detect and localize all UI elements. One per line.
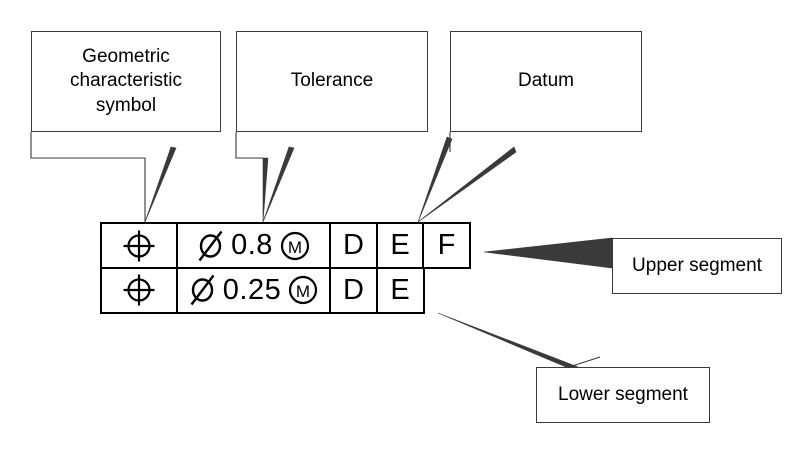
callout-datum[interactable]: Datum xyxy=(450,31,642,132)
mmc-circle-m-icon: M xyxy=(280,231,310,260)
leader-tolerance-pointer xyxy=(262,157,269,223)
feature-control-frame[interactable]: 0.8 M D E F xyxy=(100,222,471,314)
diameter-icon xyxy=(190,274,215,306)
datum-label: E xyxy=(390,229,410,261)
callout-upper-segment[interactable]: Upper segment xyxy=(612,238,782,294)
cell-position-symbol-lower[interactable] xyxy=(100,266,178,314)
cell-datum-e-upper[interactable]: E xyxy=(375,222,425,269)
datum-label: E xyxy=(390,273,410,306)
leader-datum-pointer-right xyxy=(417,146,517,223)
callout-datum-label: Datum xyxy=(518,70,574,92)
cell-position-symbol-upper[interactable] xyxy=(100,222,178,269)
svg-text:M: M xyxy=(288,238,302,257)
callout-lower-segment[interactable]: Lower segment xyxy=(536,367,710,423)
tolerance-value-lower: 0.25 xyxy=(222,273,282,306)
cell-datum-e-lower[interactable]: E xyxy=(375,266,425,314)
cell-tolerance-lower[interactable]: 0.25 M xyxy=(175,266,332,314)
diameter-icon xyxy=(198,230,223,261)
position-symbol-icon xyxy=(123,230,155,261)
cell-datum-d-lower[interactable]: D xyxy=(329,266,378,314)
callout-upper-segment-label: Upper segment xyxy=(632,254,762,276)
datum-label: D xyxy=(343,229,364,261)
fcf-row-upper[interactable]: 0.8 M D E F xyxy=(100,222,471,269)
position-symbol-icon xyxy=(123,274,155,306)
callout-tolerance-label: Tolerance xyxy=(290,70,374,92)
leader-tolerance-arrow xyxy=(262,146,295,223)
datum-label: D xyxy=(343,273,364,306)
datum-label: F xyxy=(437,229,456,261)
leader-geometric-stem xyxy=(30,132,146,222)
cell-datum-f-upper[interactable]: F xyxy=(422,222,471,269)
fcf-row-lower[interactable]: 0.25 M D E xyxy=(100,266,471,314)
leader-lower-segment xyxy=(437,312,579,373)
callout-tolerance[interactable]: Tolerance xyxy=(236,31,428,132)
mmc-circle-m-icon: M xyxy=(289,275,318,305)
leader-geometric-pointer xyxy=(144,146,177,223)
leader-datum-pointer-left xyxy=(417,136,453,223)
callout-lower-segment-label: Lower segment xyxy=(558,383,688,405)
callout-geometric-label: Geometric characteristic symbol xyxy=(70,46,182,116)
leader-tolerance-stem xyxy=(235,132,263,159)
tolerance-value-upper: 0.8 xyxy=(231,229,273,261)
cell-tolerance-upper[interactable]: 0.8 M xyxy=(175,222,332,269)
callout-geometric-characteristic-symbol[interactable]: Geometric characteristic symbol xyxy=(31,31,221,132)
leader-upper-segment xyxy=(483,237,613,269)
cell-datum-d-upper[interactable]: D xyxy=(329,222,378,269)
svg-text:M: M xyxy=(296,282,310,301)
